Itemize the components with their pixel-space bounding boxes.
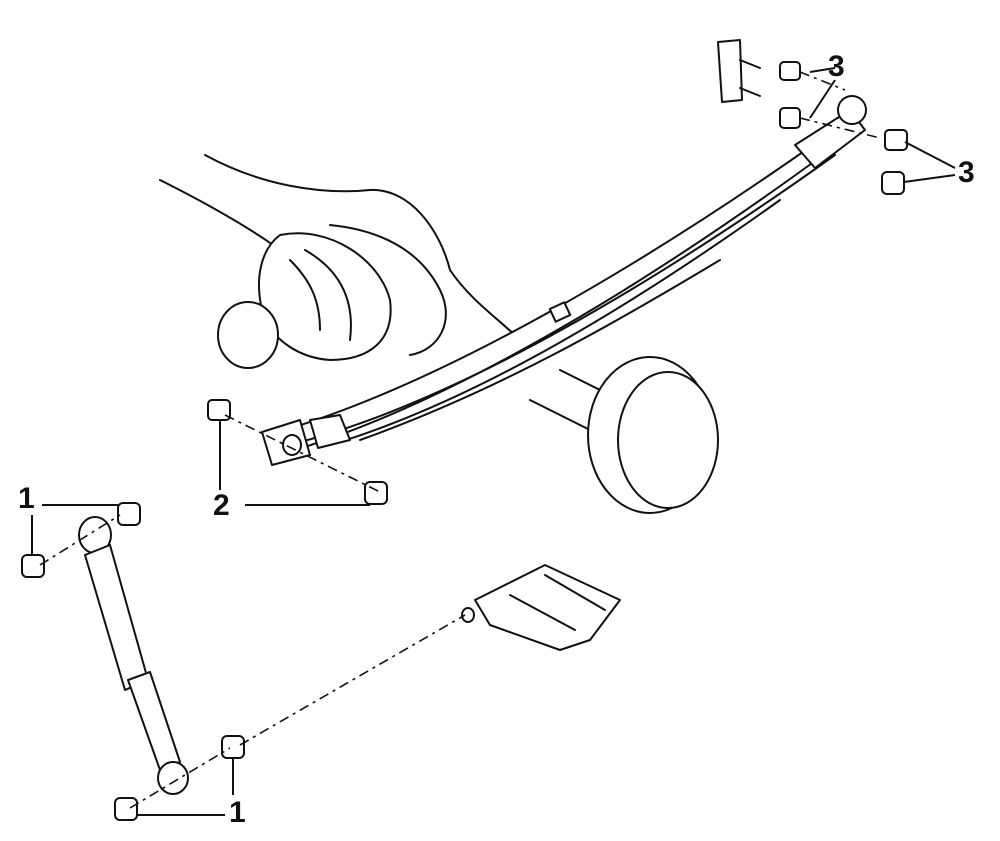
- shock-absorber: [78, 516, 189, 795]
- brake-drum: [587, 356, 719, 514]
- assembly-lines: [39, 71, 881, 809]
- shock-mount-bracket: [461, 564, 621, 651]
- callout-1-upper: 1: [18, 482, 35, 515]
- callout-3-lower: 3: [958, 156, 975, 189]
- spring-shackle: [717, 39, 867, 169]
- axle-housing: [159, 154, 611, 431]
- callout-2: 2: [213, 489, 230, 522]
- callout-1-lower: 1: [229, 796, 246, 829]
- leader-lines: [31, 67, 956, 816]
- pinion-flange: [217, 301, 279, 369]
- fasteners: [21, 61, 908, 821]
- callout-3-upper: 3: [828, 50, 845, 83]
- leaf-spring: [261, 139, 836, 466]
